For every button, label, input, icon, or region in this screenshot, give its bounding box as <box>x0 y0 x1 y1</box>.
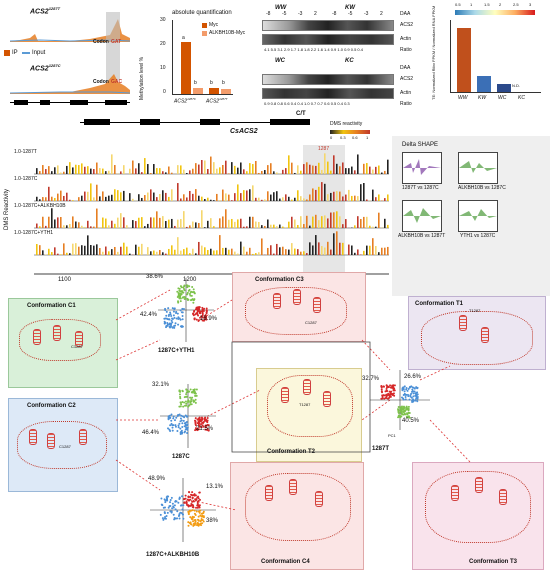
panel-conformation-c4: Conformation C4 <box>230 462 364 570</box>
panel-conformation-c3: Conformation C3 C1287 <box>232 272 366 342</box>
codon-wt: GAT <box>111 39 122 45</box>
track-mut <box>9 72 131 94</box>
legend-input-swatch <box>22 52 30 54</box>
te-colorbar <box>455 10 535 15</box>
bar-alk-1287t <box>221 89 231 94</box>
letter-b1: b <box>194 80 197 86</box>
ratio-bottom: 0.9 0.8 0.8 0.6 0.4 0.4 1.0 0.7 0.7 0.6 … <box>264 101 350 106</box>
codon-label-1: Codon <box>93 39 109 45</box>
legend-myc-swatch <box>202 23 207 28</box>
codon-label-2: Codon <box>93 79 109 85</box>
group-wc: WC <box>275 58 285 64</box>
shape-label-1: 1287T vs 1287C <box>402 185 439 191</box>
group-kc: KC <box>345 58 354 64</box>
row-actin-bottom: Actin <box>400 90 412 96</box>
panel-conformation-t1: Conformation T1 T1287 <box>408 296 546 370</box>
blot-actin-bottom <box>262 88 394 99</box>
shape-alk-vs-1287t <box>402 200 442 232</box>
group-ww: WW <box>275 5 287 11</box>
row-actin-top: Actin <box>400 36 412 42</box>
ytick-0: 0 <box>163 89 166 95</box>
bar-myc-1287t <box>209 88 219 94</box>
highlight-column <box>106 12 120 80</box>
blot-acs2-top <box>262 20 394 31</box>
panel-conformation-c1: Conformation C1 C1287 <box>8 298 118 388</box>
legend-alk-swatch <box>202 31 207 36</box>
codon-mut: GAC <box>111 79 123 85</box>
legend-alk: ALKBH10B-Myc <box>209 30 246 36</box>
delta-shape-title: Delta SHAPE <box>402 142 439 148</box>
te-bar-ww <box>457 28 471 92</box>
shape-1287t-vs-1287c <box>402 152 442 184</box>
ytick-10: 10 <box>160 65 166 71</box>
ytick-20: 20 <box>160 41 166 47</box>
te-nd: N.D. <box>512 83 520 88</box>
legend-ip: IP <box>12 50 18 56</box>
track-yth1: 1.0-1287C+YTH1 <box>14 230 54 236</box>
blot-actin-top <box>262 34 394 45</box>
gene-structure <box>10 100 130 105</box>
bar-alk-1287c <box>193 88 203 94</box>
xtick-1200: 1200 <box>183 277 197 283</box>
track-alk: 1.0-1287C+ALKBH10B <box>14 203 66 209</box>
ratio-top: 4.1 5.5 3.1 2.9 1.7 1.8 1.8 2.2 1.6 1.4 … <box>264 47 363 52</box>
letter-b3: b <box>222 80 225 86</box>
row-ratio-bottom: Ratio <box>400 101 412 107</box>
shape-alk-vs-1287c <box>458 152 498 184</box>
bar-chart-title: absolute quantification <box>172 10 232 16</box>
group-kw: KW <box>345 5 355 11</box>
te-axes <box>450 20 541 93</box>
snp-label: C/T <box>296 111 306 117</box>
xlabel-1287t: ACS21287T <box>206 97 228 105</box>
track-1287c: 1.0-1287C <box>14 176 38 182</box>
gene-model-name: CsACS2 <box>230 128 258 135</box>
letter-a: a <box>182 35 185 41</box>
blot-acs2-bottom <box>262 74 394 85</box>
row-acs2-bottom: ACS2 <box>400 76 414 82</box>
letter-b2: b <box>210 80 213 86</box>
legend-input: Input <box>32 50 46 56</box>
gene-mut-label: ACS21287C <box>30 63 61 73</box>
gene-wt-label: ACS21287T <box>30 6 61 16</box>
dms-tracks-svg <box>34 153 389 275</box>
panel-conformation-t2: T1287 Conformation T2 <box>256 368 362 462</box>
dms-highlight-label: 1287 <box>318 146 330 152</box>
xtick-1100: 1100 <box>58 277 71 283</box>
row-daa-top: DAA <box>400 11 411 17</box>
panel-conformation-t3: Conformation T3 <box>412 462 544 570</box>
track-1287t: 1.0-1287T <box>14 149 37 155</box>
ytick-30: 30 <box>160 17 166 23</box>
row-acs2-top: ACS2 <box>400 22 414 28</box>
dms-legend-title: DMS reactivity <box>330 121 363 127</box>
xlabel-1287c: ACS21287C <box>174 97 196 105</box>
te-bar-kw <box>477 76 491 92</box>
legend-myc: Myc <box>209 22 219 28</box>
shape-label-2: ALKBH10B vs 1287C <box>458 185 506 191</box>
row-ratio-top: Ratio <box>400 47 412 53</box>
shape-label-4: YTH1 vs 1287C <box>460 233 496 239</box>
bar-myc-1287c <box>181 42 191 94</box>
shape-yth1-vs-1287c <box>458 200 498 232</box>
panel-conformation-c2: Conformation C2 C1287 <box>8 398 118 492</box>
row-daa-bottom: DAA <box>400 65 411 71</box>
shape-label-3: ALKBH10B vs 1287T <box>398 233 446 239</box>
te-bar-wc <box>497 84 511 92</box>
legend-ip-swatch <box>4 50 10 56</box>
bar-chart-axes <box>172 20 233 95</box>
